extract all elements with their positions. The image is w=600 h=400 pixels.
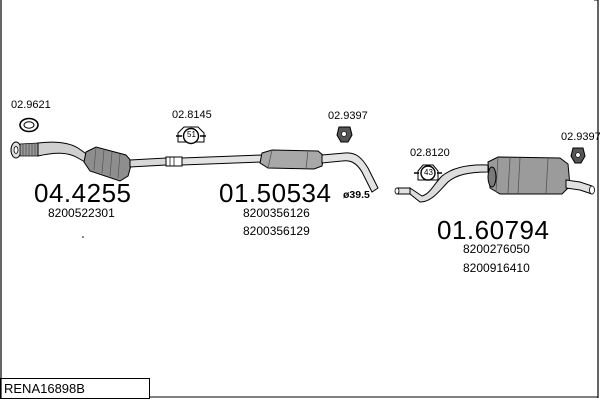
clamp-size-43: 43 bbox=[424, 168, 433, 177]
diagram-reference-box bbox=[0, 378, 150, 399]
oem-number: 8200522301 bbox=[48, 206, 115, 220]
rubber-hanger-02-9397-rear-icon bbox=[570, 147, 586, 164]
part-code-rear-silencer: 01.60794 bbox=[437, 215, 550, 245]
accessory-code-clamp-51: 02.8145 bbox=[172, 109, 212, 121]
clamp-02-8145-icon bbox=[176, 126, 206, 145]
part-code-catalytic-converter: 04.4255 bbox=[34, 178, 132, 208]
oem-number: 8200356126 bbox=[243, 206, 310, 220]
oem-number: 8200276050 bbox=[463, 242, 530, 256]
catalytic-converter-part bbox=[10, 141, 167, 182]
middle-silencer-part bbox=[165, 149, 379, 193]
clamp-02-8120-icon bbox=[414, 164, 442, 181]
oem-number: 8200356129 bbox=[243, 224, 310, 238]
accessory-code-gasket: 02.9621 bbox=[11, 99, 51, 111]
gasket-02-9621-icon bbox=[19, 117, 39, 133]
diagram-reference-label: RENA16898B bbox=[4, 381, 85, 396]
clamp-size-51: 51 bbox=[187, 130, 196, 139]
accessory-code-clamp-43: 02.8120 bbox=[410, 147, 450, 159]
stray-dot bbox=[82, 236, 84, 238]
rubber-hanger-02-9397-icon bbox=[336, 126, 353, 143]
pipe-diameter-label: ø39.5 bbox=[343, 189, 370, 201]
part-code-middle-silencer: 01.50534 bbox=[219, 178, 332, 208]
accessory-code-hanger-middle: 02.9397 bbox=[328, 110, 368, 122]
rear-silencer-part bbox=[394, 156, 595, 203]
accessory-code-hanger-rear: 02.9397 bbox=[561, 131, 600, 143]
oem-number: 8200916410 bbox=[463, 261, 530, 275]
